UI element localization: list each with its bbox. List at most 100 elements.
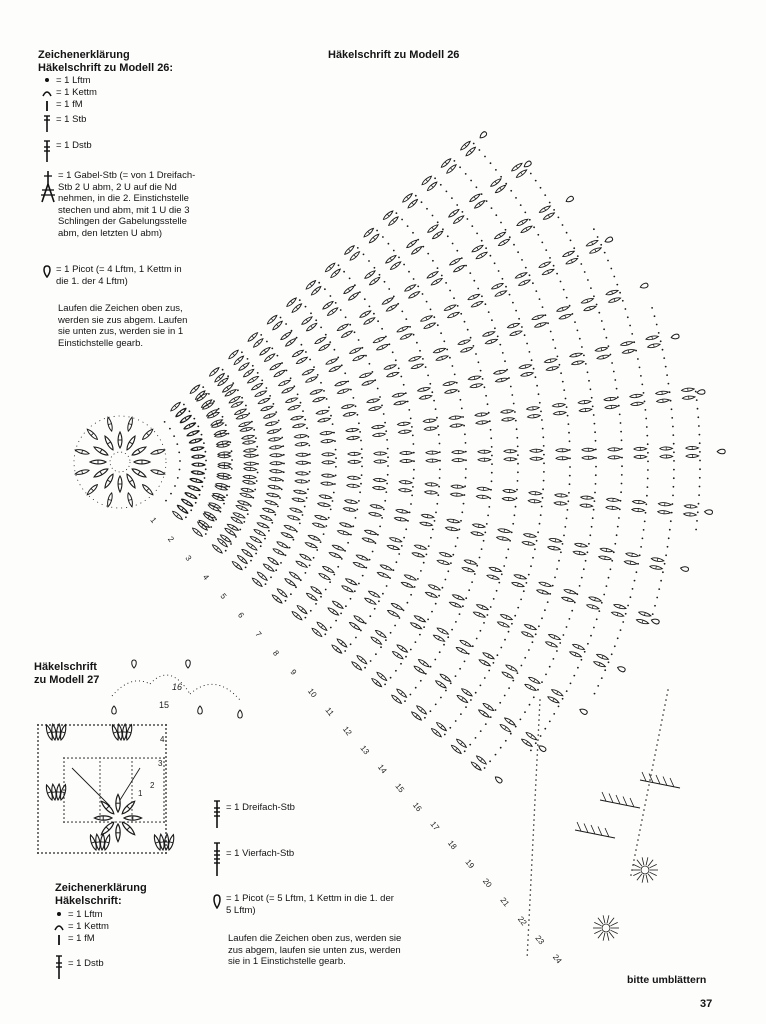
chain-dot [475,186,478,189]
chain-dot [99,785,101,787]
chain-dot [253,428,256,431]
chain-dot [541,306,544,308]
chain-dot [531,844,534,846]
picot-mark [197,705,203,715]
chain-dot [490,437,493,440]
chain-dot [334,302,337,304]
chain-dot [541,241,544,244]
chain-dot [433,316,436,319]
chain-dot [63,781,65,783]
stitch-mark [369,503,384,510]
stitch-mark [427,582,442,592]
picot-mark [696,388,706,396]
chain-dot [178,468,181,471]
chain-dot [371,371,374,373]
chain-dot [424,366,427,368]
chain-dot [534,548,536,551]
chain-dot [698,476,701,479]
stitch-mark [317,342,332,353]
chain-dot [530,874,533,876]
stitch-mark [105,416,115,433]
chain-dot [413,586,416,588]
chain-dot [485,200,488,203]
chain-dot [548,665,551,668]
chain-dot [534,633,537,636]
chain-dot [243,521,246,523]
stitch-mark [466,292,481,302]
star-ray [597,931,604,939]
stitch-mark [412,664,427,676]
chain-dot [536,384,538,387]
chain-dot [648,784,650,786]
stitch-mark [577,399,592,406]
chain-dot [634,854,636,856]
picot-mark [111,705,117,715]
chain-dot [165,772,167,774]
row-label: 15 [393,782,406,795]
stitch-mark [495,535,510,542]
stitch-mark [475,602,490,612]
chain-dot [165,736,167,738]
chain-dot [515,197,517,199]
chain-dot [165,732,167,734]
chain-dot [271,347,274,350]
chain-dot [697,416,700,419]
chain-dot [490,480,493,483]
chain-dot [531,641,534,644]
chain-dot [386,439,388,441]
chain-dot [394,359,397,362]
stitch-mark [563,587,578,596]
chain-dot [453,297,455,300]
chain-dot [443,340,446,343]
star-ray [649,864,657,869]
stitch-mark [457,338,472,347]
stitch-mark [264,420,279,428]
chain-dot [544,609,546,612]
chain-dot [644,804,646,806]
chain-dot [500,175,502,178]
chain-dot [591,405,594,408]
stitch-mark [243,466,258,472]
chain-dot [638,366,641,369]
chain-dot [364,622,367,625]
chain-dot [316,374,319,376]
stitch-mark [368,511,383,518]
chain-dot [561,543,564,545]
chain-dot [165,756,167,758]
chain-dot [435,511,437,514]
chain-dot [131,769,133,771]
stitch-mark [385,370,400,379]
stitch-mark [410,244,424,256]
chain-dot [589,534,592,537]
stitch-mark [444,525,459,533]
picot-mark [679,565,690,573]
stitch-mark [213,371,226,384]
chain-dot [532,696,535,699]
chain-dot [578,585,581,587]
stitch-mark [685,453,700,459]
stitch-mark [362,226,376,239]
chain-dot [425,300,428,303]
chain-dot [37,812,39,814]
chain-dot [490,207,493,210]
chain-dot [375,653,377,656]
stitch-mark [510,161,524,173]
star-ray [645,874,649,883]
chain-dot [95,821,97,823]
chain-dot [398,617,401,619]
stitch-mark [335,322,350,333]
chain-dot [528,909,531,911]
chain-dot [459,166,461,169]
chain-dot [165,764,167,766]
chain-dot [542,445,545,447]
chain-dot [285,369,288,372]
row-label: 17 [428,820,441,833]
stitch-mark [176,503,190,516]
stitch-mark [621,347,636,355]
stitch-mark [555,455,570,461]
chain-dot [460,312,463,315]
chain-dot [398,553,401,555]
stitch-mark [415,704,429,716]
chain-dot [63,777,65,779]
double-treble-icon [38,140,56,162]
